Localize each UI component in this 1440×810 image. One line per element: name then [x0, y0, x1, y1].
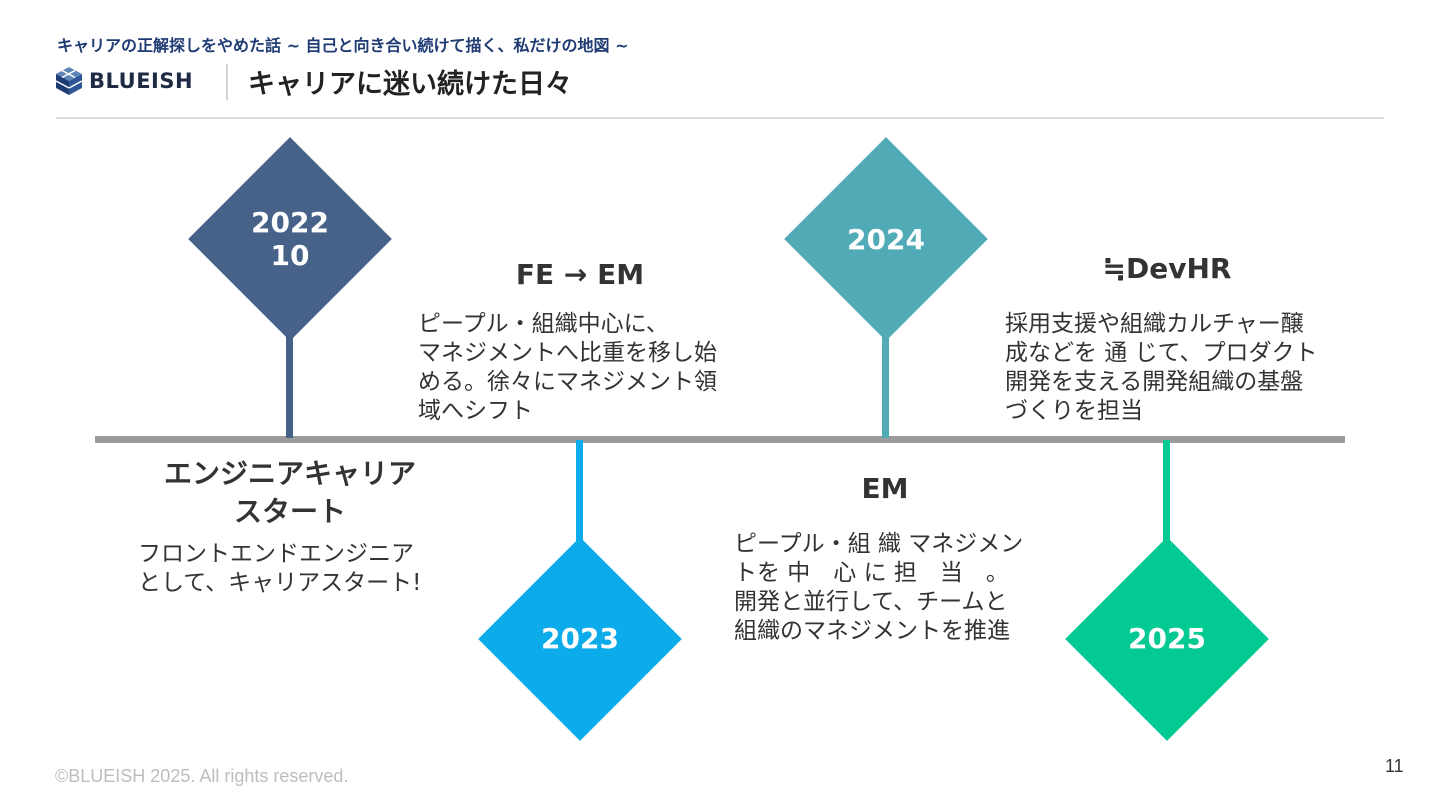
milestone-2022-stem: [286, 336, 293, 438]
milestone-2022-text: フロントエンドエンジニア として、キャリアスタート!: [138, 541, 422, 596]
milestone-2025-heading: ≒DevHR: [1102, 252, 1232, 285]
page-number: 11: [1385, 756, 1404, 776]
timeline-axis: [95, 436, 1345, 443]
copyright: ©BLUEISH 2025. All rights reserved.: [55, 766, 349, 786]
milestone-2023-heading: FE → EM: [515, 258, 645, 291]
milestone-2025-stem: [1163, 440, 1170, 542]
milestone-2024-text: ピープル・組 織 マネジメン トを 中 心 に 担 当 。 開発と並行して、チー…: [734, 531, 1024, 644]
milestone-2023-date: 2023: [541, 621, 619, 655]
brand-name: BLUEISH: [89, 69, 194, 93]
page-title: キャリアに迷い続けた日々: [248, 69, 572, 100]
milestone-2022-heading: エンジニアキャリア スタート: [163, 457, 416, 528]
milestone-2024-date: 2024: [847, 222, 925, 256]
header-rule: [56, 117, 1384, 119]
milestone-2024-stem: [882, 336, 889, 438]
milestone-2025-text: 採用支援や組織カルチャー醸 成などを 通 じて、プロダクト 開発を支える開発組織…: [1005, 311, 1318, 424]
milestone-2025-date: 2025: [1128, 621, 1206, 655]
milestone-2022-date: 2022 10: [251, 206, 329, 272]
brand-logo: BLUEISH: [55, 66, 193, 96]
milestone-2024-heading: EM: [861, 472, 909, 505]
header-divider: [226, 64, 228, 100]
cube-logo-icon: [55, 67, 83, 95]
milestone-2023-text: ピープル・組織中心に、 マネジメントへ比重を移し始 める。徐々にマネジメント領 …: [418, 311, 717, 424]
milestone-2023-stem: [576, 440, 583, 542]
deck-subtitle: キャリアの正解探しをやめた話 ~ 自己と向き合い続けて描く、私だけの地図 ~: [57, 36, 629, 55]
